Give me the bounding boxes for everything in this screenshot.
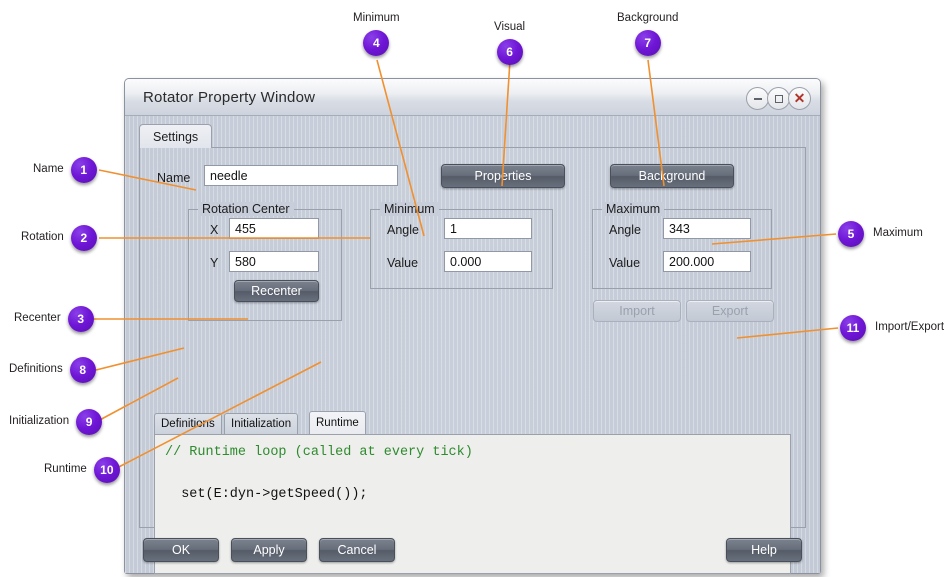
rotation-x-input[interactable] (229, 218, 319, 239)
minimum-title: Minimum (380, 202, 439, 216)
window-controls: ✕ (746, 87, 811, 110)
callout-10[interactable]: Runtime 10 (44, 457, 120, 483)
code-tab-strip: Definitions Initialization Runtime (154, 411, 791, 434)
minimum-value-label: Value (387, 256, 419, 270)
callout-8-badge: 8 (69, 357, 96, 383)
maximum-value-label: Value (609, 256, 641, 270)
apply-button[interactable]: Apply (231, 538, 307, 562)
minimum-value-input[interactable] (444, 251, 532, 272)
maximum-title: Maximum (602, 202, 665, 216)
import-button[interactable]: Import (593, 300, 681, 322)
callout-3-label: Recenter (14, 312, 61, 325)
export-button[interactable]: Export (686, 300, 774, 322)
properties-button[interactable]: Properties (441, 164, 565, 188)
callout-11-label: Import/Export (875, 321, 945, 334)
callout-7[interactable]: Background 7 (617, 12, 679, 56)
maximum-angle-input[interactable] (663, 218, 751, 239)
dialog-button-row: OK Apply Cancel Help (139, 538, 806, 562)
callout-2-badge: 2 (70, 225, 97, 251)
help-button[interactable]: Help (726, 538, 802, 562)
minimize-icon[interactable] (746, 87, 769, 110)
settings-tab-strip: Settings (139, 124, 806, 148)
title-bar[interactable]: Rotator Property Window ✕ (125, 79, 820, 116)
callout-5[interactable]: 5 Maximum (838, 221, 923, 247)
rotation-x-label: X (210, 223, 219, 237)
name-label: Name (157, 171, 191, 185)
callout-7-label: Background (617, 12, 679, 24)
minimum-group: Minimum Angle Value (370, 202, 553, 289)
callout-4[interactable]: Minimum 4 (353, 12, 400, 56)
maximum-angle-label: Angle (609, 223, 641, 237)
callout-2[interactable]: Rotation 2 (21, 225, 97, 251)
callout-9[interactable]: Initialization 9 (9, 409, 103, 435)
rotation-y-input[interactable] (229, 251, 319, 272)
settings-panel: Name Properties Background Rotation Cent… (139, 147, 806, 574)
callout-4-badge: 4 (363, 29, 390, 56)
callout-6-label: Visual (494, 21, 526, 33)
close-icon[interactable]: ✕ (788, 87, 811, 110)
callout-1-badge: 1 (70, 157, 97, 183)
callout-2-label: Rotation (21, 231, 64, 244)
callout-1-label: Name (33, 163, 64, 176)
maximum-group: Maximum Angle Value (592, 202, 772, 289)
code-comment-line: // Runtime loop (called at every tick) (165, 445, 473, 460)
callout-4-label: Minimum (353, 12, 400, 24)
callout-9-label: Initialization (9, 415, 70, 428)
callout-10-badge: 10 (93, 457, 120, 483)
callout-7-badge: 7 (634, 29, 661, 56)
minimum-angle-label: Angle (387, 223, 419, 237)
tab-runtime[interactable]: Runtime (309, 411, 366, 434)
minimum-angle-input[interactable] (444, 218, 532, 239)
window-body: Settings Name Properties Background Rota… (125, 116, 820, 574)
name-input[interactable] (204, 165, 398, 186)
rotation-center-title: Rotation Center (198, 202, 294, 216)
callout-9-badge: 9 (76, 409, 103, 435)
code-body-line: set(E:dyn->getSpeed()); (165, 486, 368, 502)
callout-3[interactable]: Recenter 3 (14, 306, 94, 332)
callout-5-badge: 5 (838, 221, 864, 247)
ok-button[interactable]: OK (143, 538, 219, 562)
callout-11-badge: 11 (840, 315, 866, 341)
tab-settings[interactable]: Settings (139, 124, 213, 148)
rotator-property-window: Rotator Property Window ✕ Settings Name … (124, 78, 821, 574)
maximize-icon[interactable] (767, 87, 790, 110)
tab-initialization[interactable]: Initialization (224, 413, 299, 434)
background-button[interactable]: Background (610, 164, 734, 188)
tab-strip-divider (139, 147, 806, 148)
callout-6-badge: 6 (496, 38, 523, 65)
callout-1[interactable]: Name 1 (33, 157, 97, 183)
tab-definitions[interactable]: Definitions (154, 413, 222, 434)
rotation-y-label: Y (210, 256, 219, 270)
callout-10-label: Runtime (44, 463, 87, 476)
callout-8-label: Definitions (9, 363, 63, 376)
recenter-button[interactable]: Recenter (234, 280, 319, 302)
callout-11[interactable]: 11 Import/Export (840, 315, 944, 341)
cancel-button[interactable]: Cancel (319, 538, 395, 562)
rotation-center-group: Rotation Center X Y Recenter (188, 202, 342, 321)
window-title: Rotator Property Window (143, 88, 316, 106)
callout-6[interactable]: Visual 6 (494, 21, 526, 65)
maximum-value-input[interactable] (663, 251, 751, 272)
callout-8[interactable]: Definitions 8 (9, 357, 96, 383)
callout-5-label: Maximum (873, 227, 923, 240)
callout-3-badge: 3 (67, 306, 94, 332)
